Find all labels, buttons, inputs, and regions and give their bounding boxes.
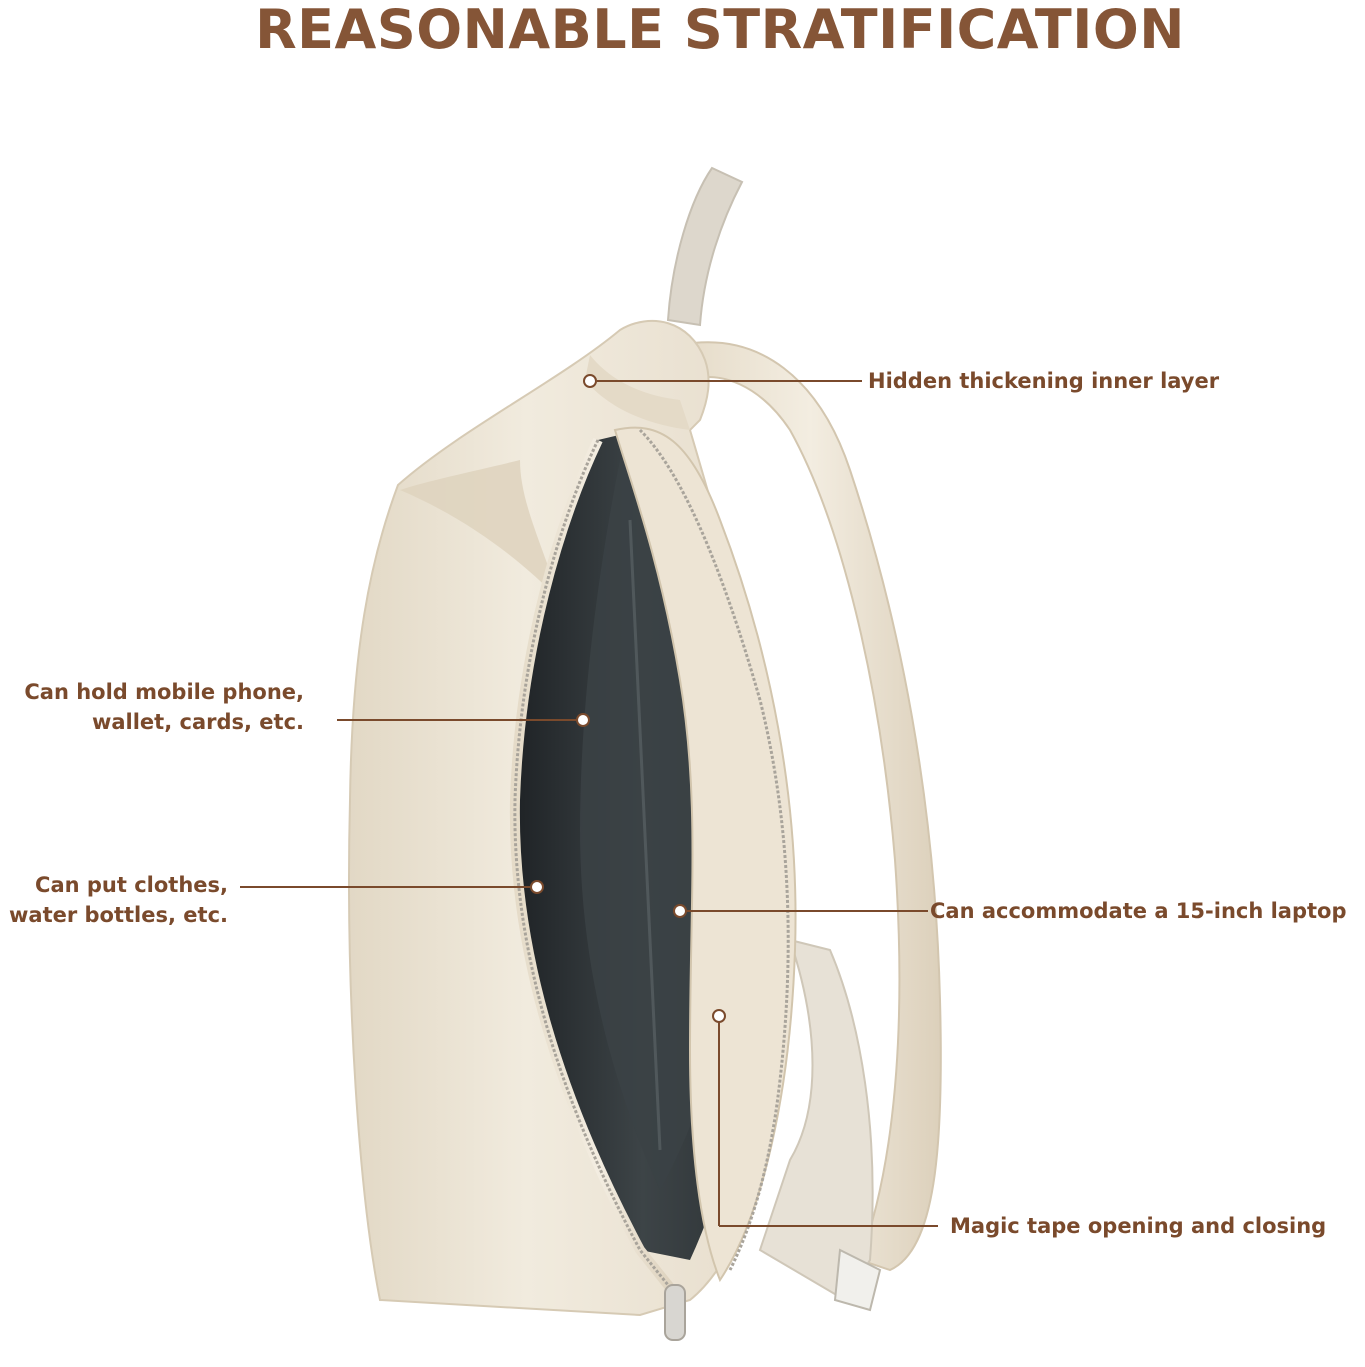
strap-buckle: [833, 1248, 882, 1312]
marker-inner-layer: [583, 374, 597, 388]
callout-clothes-line2: water bottles, etc.: [9, 903, 228, 927]
callout-markers: [530, 374, 726, 1023]
front-panel-flap: [613, 426, 797, 1283]
callout-phone-line1: Can hold mobile phone,: [24, 680, 304, 704]
webbing-strap: [758, 938, 874, 1302]
callout-laptop: Can accommodate a 15-inch laptop: [930, 899, 1347, 923]
callout-clothes: Can put clothes, water bottles, etc.: [0, 870, 228, 930]
shoulder-strap: [678, 341, 942, 1272]
zipper-pull: [664, 1284, 686, 1341]
page-title: REASONABLE STRATIFICATION: [255, 0, 1185, 61]
callout-phone-line2: wallet, cards, etc.: [91, 710, 304, 734]
callout-magic-tape: Magic tape opening and closing: [950, 1214, 1327, 1238]
marker-magic-tape: [712, 1009, 726, 1023]
marker-phone: [576, 713, 590, 727]
callout-phone: Can hold mobile phone, wallet, cards, et…: [0, 677, 304, 737]
marker-laptop: [673, 904, 687, 918]
grab-handle: [666, 166, 744, 327]
marker-clothes: [530, 880, 544, 894]
callout-clothes-line1: Can put clothes,: [35, 873, 228, 897]
callout-inner-layer: Hidden thickening inner layer: [868, 369, 1220, 393]
